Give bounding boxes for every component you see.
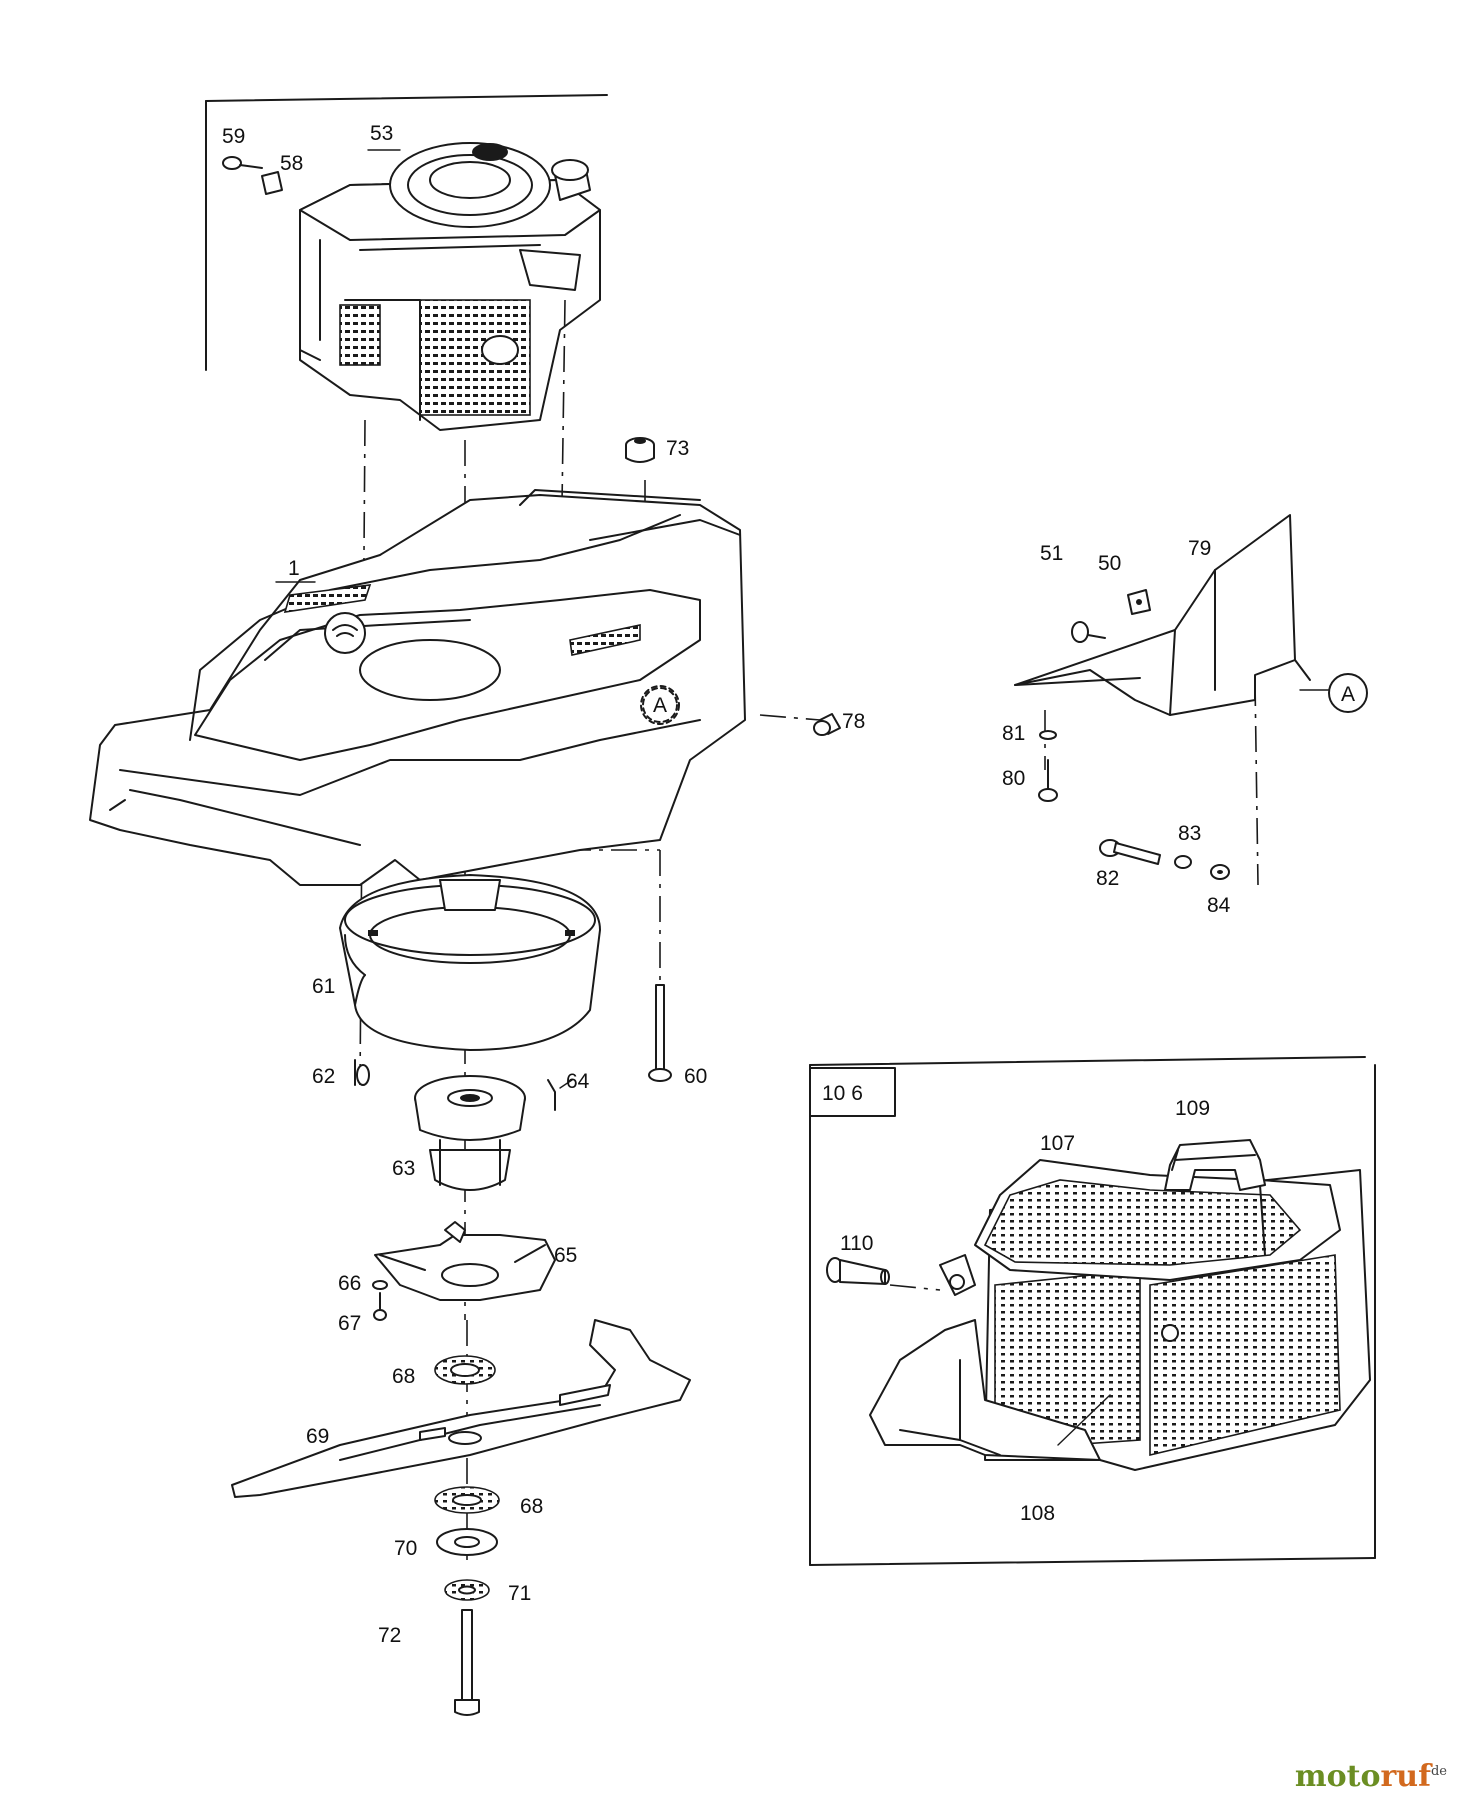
callout-106: 10 6 [822,1082,863,1105]
engine-53 [299,142,601,431]
bolt-72 [454,1609,480,1716]
washer-70 [436,1528,498,1556]
callout-61: 61 [312,975,335,998]
bolt-60 [648,984,672,1082]
callout-68-lower: 68 [520,1495,543,1518]
callout-59: 59 [222,125,245,148]
grass-bag-frame [809,1056,1376,1566]
lid-107 [974,1159,1341,1281]
callout-50: 50 [1098,552,1121,575]
brand-logo-tld: de [1430,1764,1447,1779]
callout-72: 72 [378,1624,401,1647]
plug-78 [813,713,841,736]
pin-110 [826,1257,890,1285]
screw-67 [373,1292,387,1321]
screw-80 [1038,759,1058,802]
bolt-82 [1099,839,1161,865]
deflector-79 [1014,514,1311,716]
pulley-63 [414,1075,526,1191]
blade-adapter-65 [374,1221,556,1301]
reference-marker-a-deflector: A [1328,673,1368,713]
callout-64: 64 [566,1070,590,1093]
callout-110: 110 [840,1232,873,1255]
callout-1: 1 [288,557,300,580]
screw-51 [1071,621,1106,643]
bolt-59 [222,156,263,170]
callout-83: 83 [1178,822,1201,845]
callout-68-upper: 68 [392,1365,415,1388]
callout-108: 108 [1020,1502,1055,1525]
mower-deck-1 [89,489,746,886]
callout-53: 53 [370,122,393,145]
ring-61 [339,874,601,1051]
nut-84 [1210,864,1230,880]
clip-58 [261,171,283,195]
callout-60: 60 [684,1065,707,1088]
callout-58: 58 [280,152,303,175]
callout-66: 66 [338,1272,361,1295]
nut-73 [625,437,655,463]
callout-73: 73 [666,437,689,460]
brand-logo-part2: ruf [1380,1759,1431,1794]
nut-50 [1127,589,1151,615]
reference-marker-a-deck: A [640,685,680,725]
washer-71 [444,1579,490,1601]
callout-leaders [275,149,1329,1446]
callout-107: 107 [1040,1132,1075,1155]
handle-109 [1164,1139,1266,1191]
brand-logo-part1: moto [1294,1759,1381,1794]
part-number-labels: 59 58 53 73 1 51 50 79 78 81 80 83 82 84… [222,122,1231,1647]
brand-logo: motorufde [1295,1759,1447,1794]
callout-65: 65 [554,1244,577,1267]
washer-81 [1039,730,1057,740]
callout-71: 71 [508,1582,531,1605]
callout-109: 109 [1175,1097,1210,1120]
engine-frame [205,94,608,371]
callout-62: 62 [312,1065,335,1088]
callout-81: 81 [1002,722,1025,745]
callout-78: 78 [842,710,865,733]
callout-84: 84 [1207,894,1231,917]
callout-A-deck: A [653,694,667,717]
disc-68-upper [434,1355,496,1385]
washer-66 [372,1280,388,1290]
pin-64 [547,1079,556,1111]
callout-79: 79 [1188,537,1211,560]
callout-A-deflector: A [1341,683,1355,706]
callout-80: 80 [1002,767,1025,790]
callout-69: 69 [306,1425,329,1448]
callout-70: 70 [394,1537,417,1560]
disc-68-lower [434,1486,500,1514]
bolt-62 [354,1059,370,1086]
callout-63: 63 [392,1157,415,1180]
washer-83 [1174,855,1192,869]
callout-67: 67 [338,1312,361,1335]
callout-82: 82 [1096,867,1119,890]
blade-69 [231,1319,691,1498]
callout-51: 51 [1040,542,1063,565]
